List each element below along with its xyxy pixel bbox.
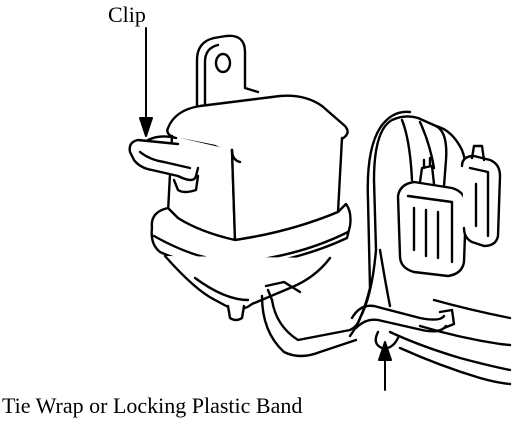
clip-label: Clip [108, 2, 146, 27]
wire-harness [260, 110, 512, 386]
tie-wrap-label: Tie Wrap or Locking Plastic Band [2, 393, 303, 418]
relay-housing [150, 34, 352, 322]
connector-right [460, 154, 502, 248]
relay-mounting-tab [195, 34, 260, 114]
pointer-arrows [139, 27, 392, 391]
band-arrow-head [378, 341, 392, 361]
tie-wrap-band [350, 304, 456, 350]
relay-nub [226, 304, 246, 322]
connector-left [396, 180, 468, 278]
mounting-clip [128, 135, 200, 194]
relay-bottom-skirt [163, 254, 332, 311]
relay-tab-hole [214, 52, 232, 74]
clip-arrow-head [139, 117, 153, 137]
harness-connectors [396, 144, 502, 278]
